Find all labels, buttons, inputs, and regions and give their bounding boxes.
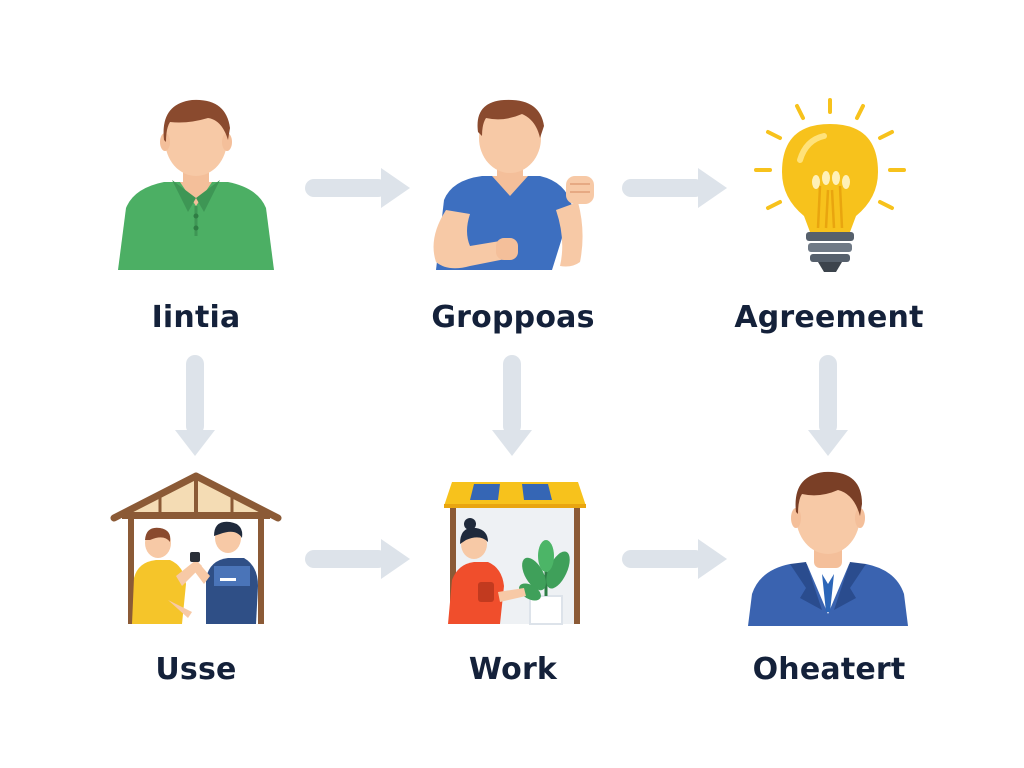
arrow-initia-to-groppoas [305, 168, 410, 208]
lightbulb-icon [754, 98, 906, 272]
person-green-shirt-icon [118, 99, 274, 270]
node-label-agreement: Agreement [734, 300, 924, 335]
node-label-work: Work [468, 652, 558, 687]
node-label-groppoas: Groppoas [431, 300, 595, 335]
arrow-initia-to-usse [175, 355, 215, 456]
arrow-groppoas-to-agreement [622, 168, 727, 208]
handshake-shelter-icon [110, 472, 282, 624]
arrow-agreement-to-oheatert [808, 355, 848, 456]
node-label-initia: Iintia [151, 300, 241, 335]
node-label-oheatert: Oheatert [752, 652, 906, 687]
person-blue-shirt-fist-icon [433, 99, 594, 270]
node-label-usse: Usse [155, 652, 237, 687]
arrow-groppoas-to-work [492, 355, 532, 456]
plant-stall-icon [444, 482, 586, 625]
arrow-usse-to-work [305, 539, 410, 579]
arrow-work-to-oheatert [622, 539, 727, 579]
businessman-suit-icon [748, 471, 908, 626]
